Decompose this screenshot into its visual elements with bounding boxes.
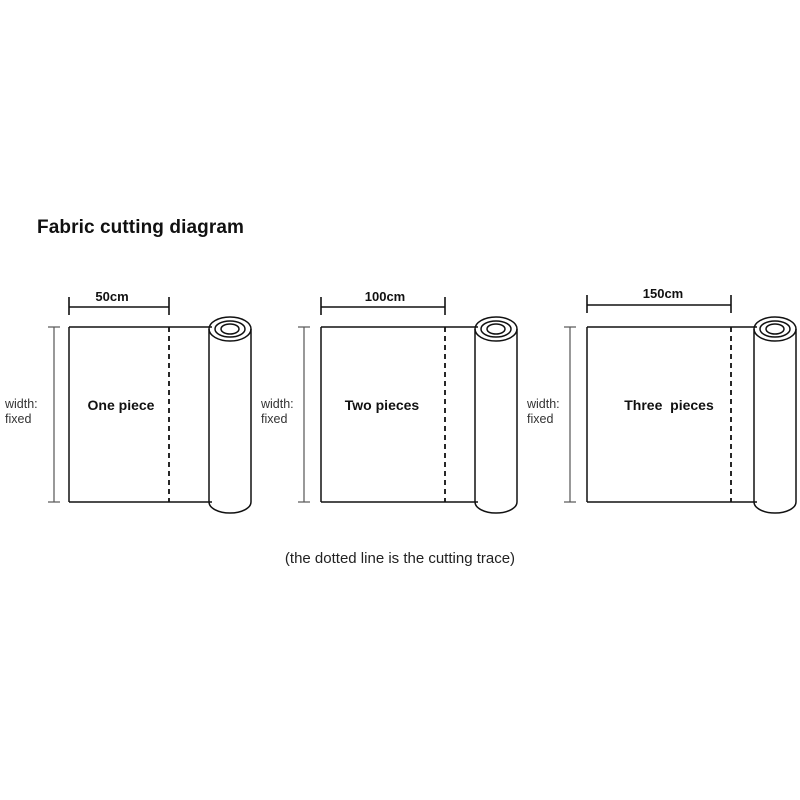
width-label-line1: width: (4, 397, 38, 411)
panel-three-pieces: 150cm width: fixed Three pieces (526, 286, 797, 514)
length-label: 150cm (643, 286, 683, 301)
width-dimension (298, 326, 310, 503)
piece-label: Two pieces (345, 397, 420, 413)
length-label: 50cm (95, 289, 128, 304)
width-dimension (564, 326, 576, 503)
panel-two-pieces: 100cm width: fixed Two pieces (260, 289, 518, 514)
fabric-roll (753, 316, 797, 514)
fabric-sheet (320, 326, 478, 503)
width-label-line2: fixed (261, 412, 287, 426)
diagram-title: Fabric cutting diagram (37, 217, 245, 238)
width-label-line1: width: (526, 397, 560, 411)
fabric-roll (208, 316, 252, 514)
fabric-sheet (68, 326, 212, 503)
length-dimension (320, 297, 446, 315)
length-dimension (586, 295, 732, 313)
fabric-sheet (586, 326, 757, 503)
width-label-line1: width: (260, 397, 294, 411)
panel-one-piece: 50cm width: fixed One piece (4, 289, 252, 514)
width-dimension (48, 326, 60, 503)
fabric-roll (474, 316, 518, 514)
diagram-caption: (the dotted line is the cutting trace) (284, 550, 516, 567)
piece-label: Three pieces (624, 397, 714, 413)
width-label-line2: fixed (5, 412, 31, 426)
length-dimension (68, 297, 170, 315)
width-label-line2: fixed (527, 412, 553, 426)
length-label: 100cm (365, 289, 405, 304)
piece-label: One piece (88, 397, 155, 413)
